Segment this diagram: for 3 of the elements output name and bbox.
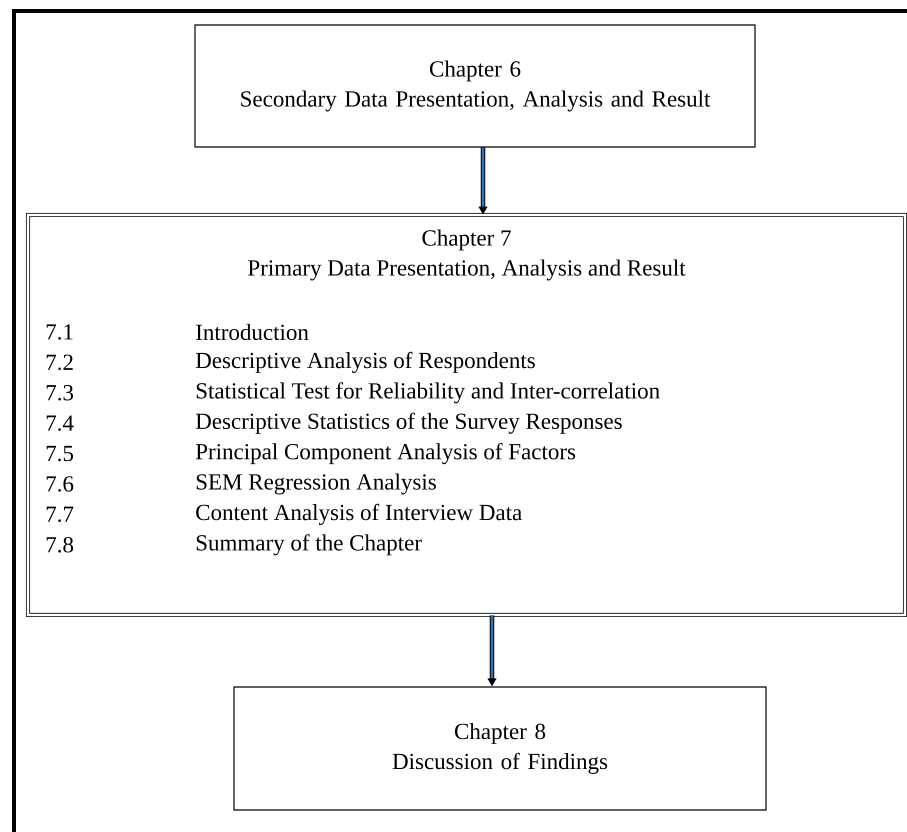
- chapter-box: Chapter 8 Discussion of Findings: [233, 686, 767, 811]
- chapter-box: Chapter 7 Primary Data Presentation, Analysis and Result 7.1 Introduction 7.2 Descriptive Analysis of Respondents 7.3 Statistical Test for Reliability and Inter-correlation 7.4 Descriptive Statistics of the Survey Responses 7.5 Principal Component Analysis of Factors 7.6 SEM Regression Analysis 7.7 Content Analysis of Interview Data 7.8 Summary of the Chapter: [26, 212, 907, 618]
- chapter-box: Chapter 6 Secondary Data Presentation, Analysis and Result: [194, 24, 756, 148]
